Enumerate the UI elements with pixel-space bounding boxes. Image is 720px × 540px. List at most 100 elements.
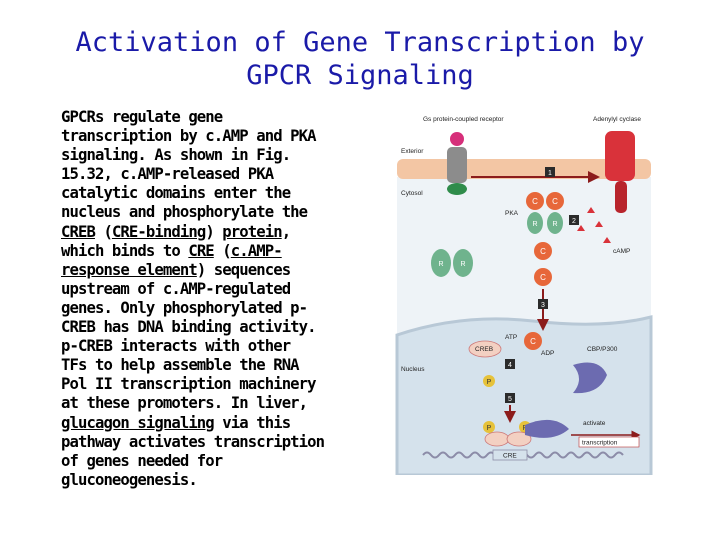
pka-catalytic-icon — [526, 192, 544, 210]
receptor-icon — [447, 147, 467, 183]
adenylyl-cyclase-label: Adenylyl cyclase — [593, 116, 641, 123]
released-regulatory-subunits: R R — [431, 249, 473, 277]
dna-bound-complex: P P — [483, 419, 569, 447]
creb-label: CREB — [475, 346, 493, 353]
regulatory-letter: R — [460, 261, 465, 268]
camp-icon — [577, 225, 585, 231]
pka-catalytic-icon — [546, 192, 564, 210]
p-creb-icon — [484, 431, 510, 447]
phosphate-letter: P — [487, 379, 492, 386]
glucagon-signaling-link[interactable]: glucagon signaling — [61, 413, 215, 432]
nuclear-catalytic-icon — [524, 332, 542, 350]
body-line: signaling. As shown in Fig. — [61, 146, 291, 165]
body-line: at these promoters. In liver, — [61, 394, 308, 413]
protein-link[interactable]: protein — [222, 222, 282, 241]
cbp-p300-label: CBP/P300 — [587, 346, 618, 353]
cre-link[interactable]: CRE — [188, 241, 214, 260]
body-line: TFs to help assemble the RNA — [61, 356, 300, 375]
phosphate-icon — [483, 421, 495, 433]
body-line: catalytic domains enter the — [61, 184, 291, 203]
body-text-fragment: ) sequences — [196, 260, 291, 279]
body-line: GPCRs regulate gene — [61, 108, 223, 126]
step-4-badge — [505, 359, 515, 369]
catalytic-letter: C — [540, 247, 546, 256]
body-text-fragment: ( — [213, 241, 231, 260]
camp-label: cAMP — [613, 248, 630, 255]
transcription-box — [578, 436, 640, 448]
gpcr-pathway-figure: Gs protein-coupled receptor Adenylyl cyc… — [393, 103, 655, 475]
catalytic-subunit-icon — [534, 268, 552, 286]
regulatory-subunit-icon — [453, 249, 473, 277]
phosphate-letter: P — [487, 425, 492, 432]
creb-link[interactable]: CREB — [61, 222, 96, 241]
body-line: upstream of c.AMP-regulated — [61, 279, 291, 298]
gpcr-receptor — [447, 132, 467, 195]
camp-molecules — [577, 207, 611, 243]
body-text-fragment: ( — [94, 222, 112, 241]
body-line: 15.32, c.AMP-released PKA — [61, 165, 274, 184]
step-5-badge — [505, 393, 515, 403]
body-paragraph: GPCRs regulate gene transcription by c.A… — [61, 108, 391, 490]
camp-response-link[interactable]: c.AMP- — [230, 241, 283, 260]
catalytic-letter: C — [540, 273, 546, 282]
step-4-label: 4 — [508, 362, 512, 369]
body-line: CREB has DNA binding activity. — [61, 318, 317, 337]
cre-label: CRE — [503, 453, 517, 460]
gs-receptor-label: Gs protein-coupled receptor — [423, 116, 504, 123]
body-text-fragment: which binds to — [61, 241, 189, 260]
step-3-label: 3 — [541, 302, 545, 309]
catalytic-letter: C — [532, 197, 538, 206]
camp-icon — [587, 207, 595, 213]
step-1-badge — [545, 167, 555, 177]
adp-label: ADP — [541, 350, 554, 357]
pka-holoenzyme: C C R R — [526, 192, 564, 234]
regulatory-subunit-icon — [431, 249, 451, 277]
step-2-label: 2 — [572, 218, 576, 225]
adenylyl-cyclase — [605, 131, 635, 213]
body-line: pathway activates transcription — [61, 432, 325, 451]
body-line: glucagon signaling via this — [61, 414, 391, 433]
camp-icon — [595, 221, 603, 227]
response-element-link[interactable]: response element — [61, 260, 198, 279]
title-line-1: Activation of Gene Transcription by — [75, 27, 645, 58]
nucleus-label: Nucleus — [401, 366, 425, 373]
pka-regulatory-icon — [547, 212, 563, 234]
pka-label: PKA — [505, 210, 519, 217]
body-line: genes. Only phosphorylated p- — [61, 298, 308, 317]
step-5-label: 5 — [508, 396, 512, 403]
body-line: transcription by c.AMP and PKA — [61, 127, 317, 146]
cre-box — [492, 449, 528, 461]
catalytic-letter: C — [530, 337, 536, 346]
step-3-badge — [538, 299, 548, 309]
ligand-icon — [450, 132, 464, 146]
body-line: p-CREB interacts with other — [61, 337, 291, 356]
pka-regulatory-icon — [527, 212, 543, 234]
cyclase-catalytic-icon — [615, 181, 627, 213]
catalytic-letter: C — [552, 197, 558, 206]
step-1-label: 1 — [548, 170, 552, 177]
regulatory-letter: R — [438, 261, 443, 268]
cre-binding-link[interactable]: CRE-binding — [111, 222, 206, 241]
cytosol-label: Cytosol — [401, 190, 423, 197]
cbp-p300-icon — [573, 362, 607, 394]
body-line: Pol II transcription machinery — [61, 375, 317, 394]
atp-label: ATP — [505, 334, 517, 341]
regulatory-letter: R — [552, 221, 557, 228]
body-line: which binds to CRE (c.AMP- — [61, 242, 391, 261]
free-catalytic-subunits: C C — [534, 242, 552, 286]
creb-icon — [468, 340, 502, 358]
camp-icon — [603, 237, 611, 243]
body-line: CREB (CRE-binding) protein, — [61, 223, 391, 242]
body-line: nucleus and phosphorylate the — [61, 203, 308, 222]
body-line: of genes needed for — [61, 451, 223, 470]
bound-cbp-icon — [525, 419, 569, 438]
step-2-badge — [569, 215, 579, 225]
slide-title: Activation of Gene Transcription by GPCR… — [0, 26, 720, 92]
body-text-fragment: , — [281, 222, 291, 241]
title-line-2: GPCR Signaling — [246, 60, 474, 91]
regulatory-letter: R — [532, 221, 537, 228]
body-text-fragment: via this — [213, 413, 291, 432]
exterior-label: Exterior — [401, 148, 424, 155]
body-line: response element) sequences — [61, 261, 391, 280]
catalytic-subunit-icon — [534, 242, 552, 260]
